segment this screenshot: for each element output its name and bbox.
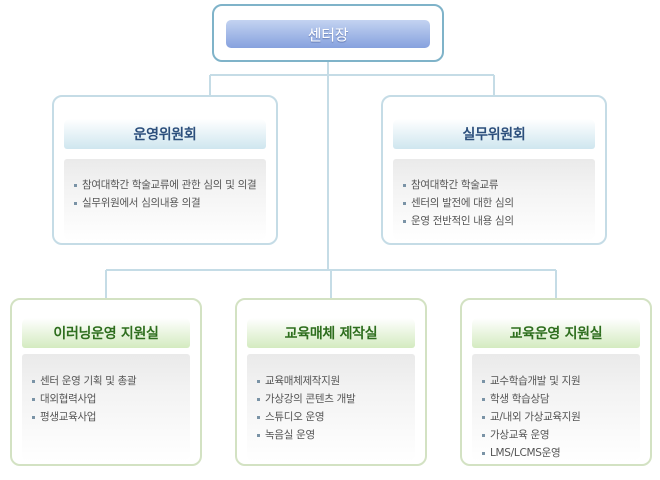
list-item: 가상강의 콘텐츠 개발 <box>257 390 415 408</box>
list-item-text: 센터의 발전에 대한 심의 <box>411 197 514 209</box>
list-item: 참여대학간 학술교류에 관한 심의 및 의결 <box>74 176 266 194</box>
office-card-media: 교육매체 제작실 교육매체제작지원 가상강의 콘텐츠 개발 스튜디오 운영 녹음… <box>235 298 427 466</box>
committee-card-operations: 운영위원회 참여대학간 학술교류에 관한 심의 및 의결 실무위원에서 심의내용… <box>52 95 278 245</box>
list-item: 대외협력사업 <box>32 390 190 408</box>
bullet-icon <box>74 201 77 205</box>
committee-item-list: 참여대학간 학술교류에 관한 심의 및 의결 실무위원에서 심의내용 의결 <box>74 176 266 212</box>
list-item-text: 참여대학간 학술교류에 관한 심의 및 의결 <box>82 179 257 191</box>
office-header: 교육운영 지원실 <box>472 318 640 348</box>
list-item-text: 센터 운영 기획 및 총괄 <box>40 375 137 387</box>
bullet-icon <box>74 183 77 187</box>
committee-header: 운영위원회 <box>64 119 266 149</box>
list-item-text: 스튜디오 운영 <box>265 411 325 423</box>
committee-body: 참여대학간 학술교류 센터의 발전에 대한 심의 운영 전반적인 내용 심의 <box>393 159 595 241</box>
list-item-text: 운영 전반적인 내용 심의 <box>411 215 514 227</box>
bullet-icon <box>482 415 485 419</box>
list-item: 센터 운영 기획 및 총괄 <box>32 372 190 390</box>
list-item-text: 가상교육 운영 <box>490 429 550 441</box>
office-header: 교육매체 제작실 <box>247 318 415 348</box>
list-item: 센터의 발전에 대한 심의 <box>403 194 595 212</box>
list-item: 스튜디오 운영 <box>257 408 415 426</box>
bullet-icon <box>257 397 260 401</box>
list-item-text: 교수학습개발 및 지원 <box>490 375 581 387</box>
office-card-education: 교육운영 지원실 교수학습개발 및 지원 학생 학습상담 교/내외 가상교육지원… <box>460 298 652 466</box>
committee-card-working: 실무위원회 참여대학간 학술교류 센터의 발전에 대한 심의 운영 전반적인 내… <box>381 95 607 245</box>
bullet-icon <box>32 415 35 419</box>
list-item: 평생교육사업 <box>32 408 190 426</box>
list-item: 학생 학습상담 <box>482 390 640 408</box>
committee-item-list: 참여대학간 학술교류 센터의 발전에 대한 심의 운영 전반적인 내용 심의 <box>403 176 595 230</box>
office-body: 센터 운영 기획 및 총괄 대외협력사업 평생교육사업 <box>22 354 190 462</box>
office-body: 교육매체제작지원 가상강의 콘텐츠 개발 스튜디오 운영 녹음실 운영 <box>247 354 415 462</box>
bullet-icon <box>257 379 260 383</box>
list-item-text: 교육매체제작지원 <box>265 375 340 387</box>
bullet-icon <box>482 397 485 401</box>
list-item: 실무위원에서 심의내용 의결 <box>74 194 266 212</box>
list-item-text: 녹음실 운영 <box>265 429 315 441</box>
list-item: 녹음실 운영 <box>257 426 415 444</box>
list-item-text: 가상강의 콘텐츠 개발 <box>265 393 356 405</box>
bullet-icon <box>32 379 35 383</box>
bullet-icon <box>482 379 485 383</box>
bullet-icon <box>403 219 406 223</box>
list-item: 운영 전반적인 내용 심의 <box>403 212 595 230</box>
bullet-icon <box>32 397 35 401</box>
list-item-text: LMS/LCMS운영 <box>490 447 561 459</box>
list-item: 가상교육 운영 <box>482 426 640 444</box>
office-item-list: 교육매체제작지원 가상강의 콘텐츠 개발 스튜디오 운영 녹음실 운영 <box>257 372 415 444</box>
office-card-elearning: 이러닝운영 지원실 센터 운영 기획 및 총괄 대외협력사업 평생교육사업 <box>10 298 202 466</box>
bullet-icon <box>257 433 260 437</box>
list-item: 교수학습개발 및 지원 <box>482 372 640 390</box>
committee-header: 실무위원회 <box>393 119 595 149</box>
list-item-text: 실무위원에서 심의내용 의결 <box>82 197 201 209</box>
office-item-list: 교수학습개발 및 지원 학생 학습상담 교/내외 가상교육지원 가상교육 운영 … <box>482 372 640 462</box>
office-item-list: 센터 운영 기획 및 총괄 대외협력사업 평생교육사업 <box>32 372 190 426</box>
list-item-text: 대외협력사업 <box>40 393 97 405</box>
list-item-text: 교/내외 가상교육지원 <box>490 411 581 423</box>
list-item-text: 학생 학습상담 <box>490 393 550 405</box>
bullet-icon <box>482 451 485 455</box>
list-item-text: 평생교육사업 <box>40 411 97 423</box>
bullet-icon <box>482 433 485 437</box>
bullet-icon <box>403 201 406 205</box>
list-item: 교육매체제작지원 <box>257 372 415 390</box>
office-header: 이러닝운영 지원실 <box>22 318 190 348</box>
bullet-icon <box>257 415 260 419</box>
committee-body: 참여대학간 학술교류에 관한 심의 및 의결 실무위원에서 심의내용 의결 <box>64 159 266 241</box>
list-item: LMS/LCMS운영 <box>482 444 640 462</box>
center-header: 센터장 <box>226 20 430 48</box>
center-card: 센터장 <box>212 4 444 62</box>
list-item-text: 참여대학간 학술교류 <box>411 179 499 191</box>
office-body: 교수학습개발 및 지원 학생 학습상담 교/내외 가상교육지원 가상교육 운영 … <box>472 354 640 462</box>
list-item: 교/내외 가상교육지원 <box>482 408 640 426</box>
list-item: 참여대학간 학술교류 <box>403 176 595 194</box>
bullet-icon <box>403 183 406 187</box>
